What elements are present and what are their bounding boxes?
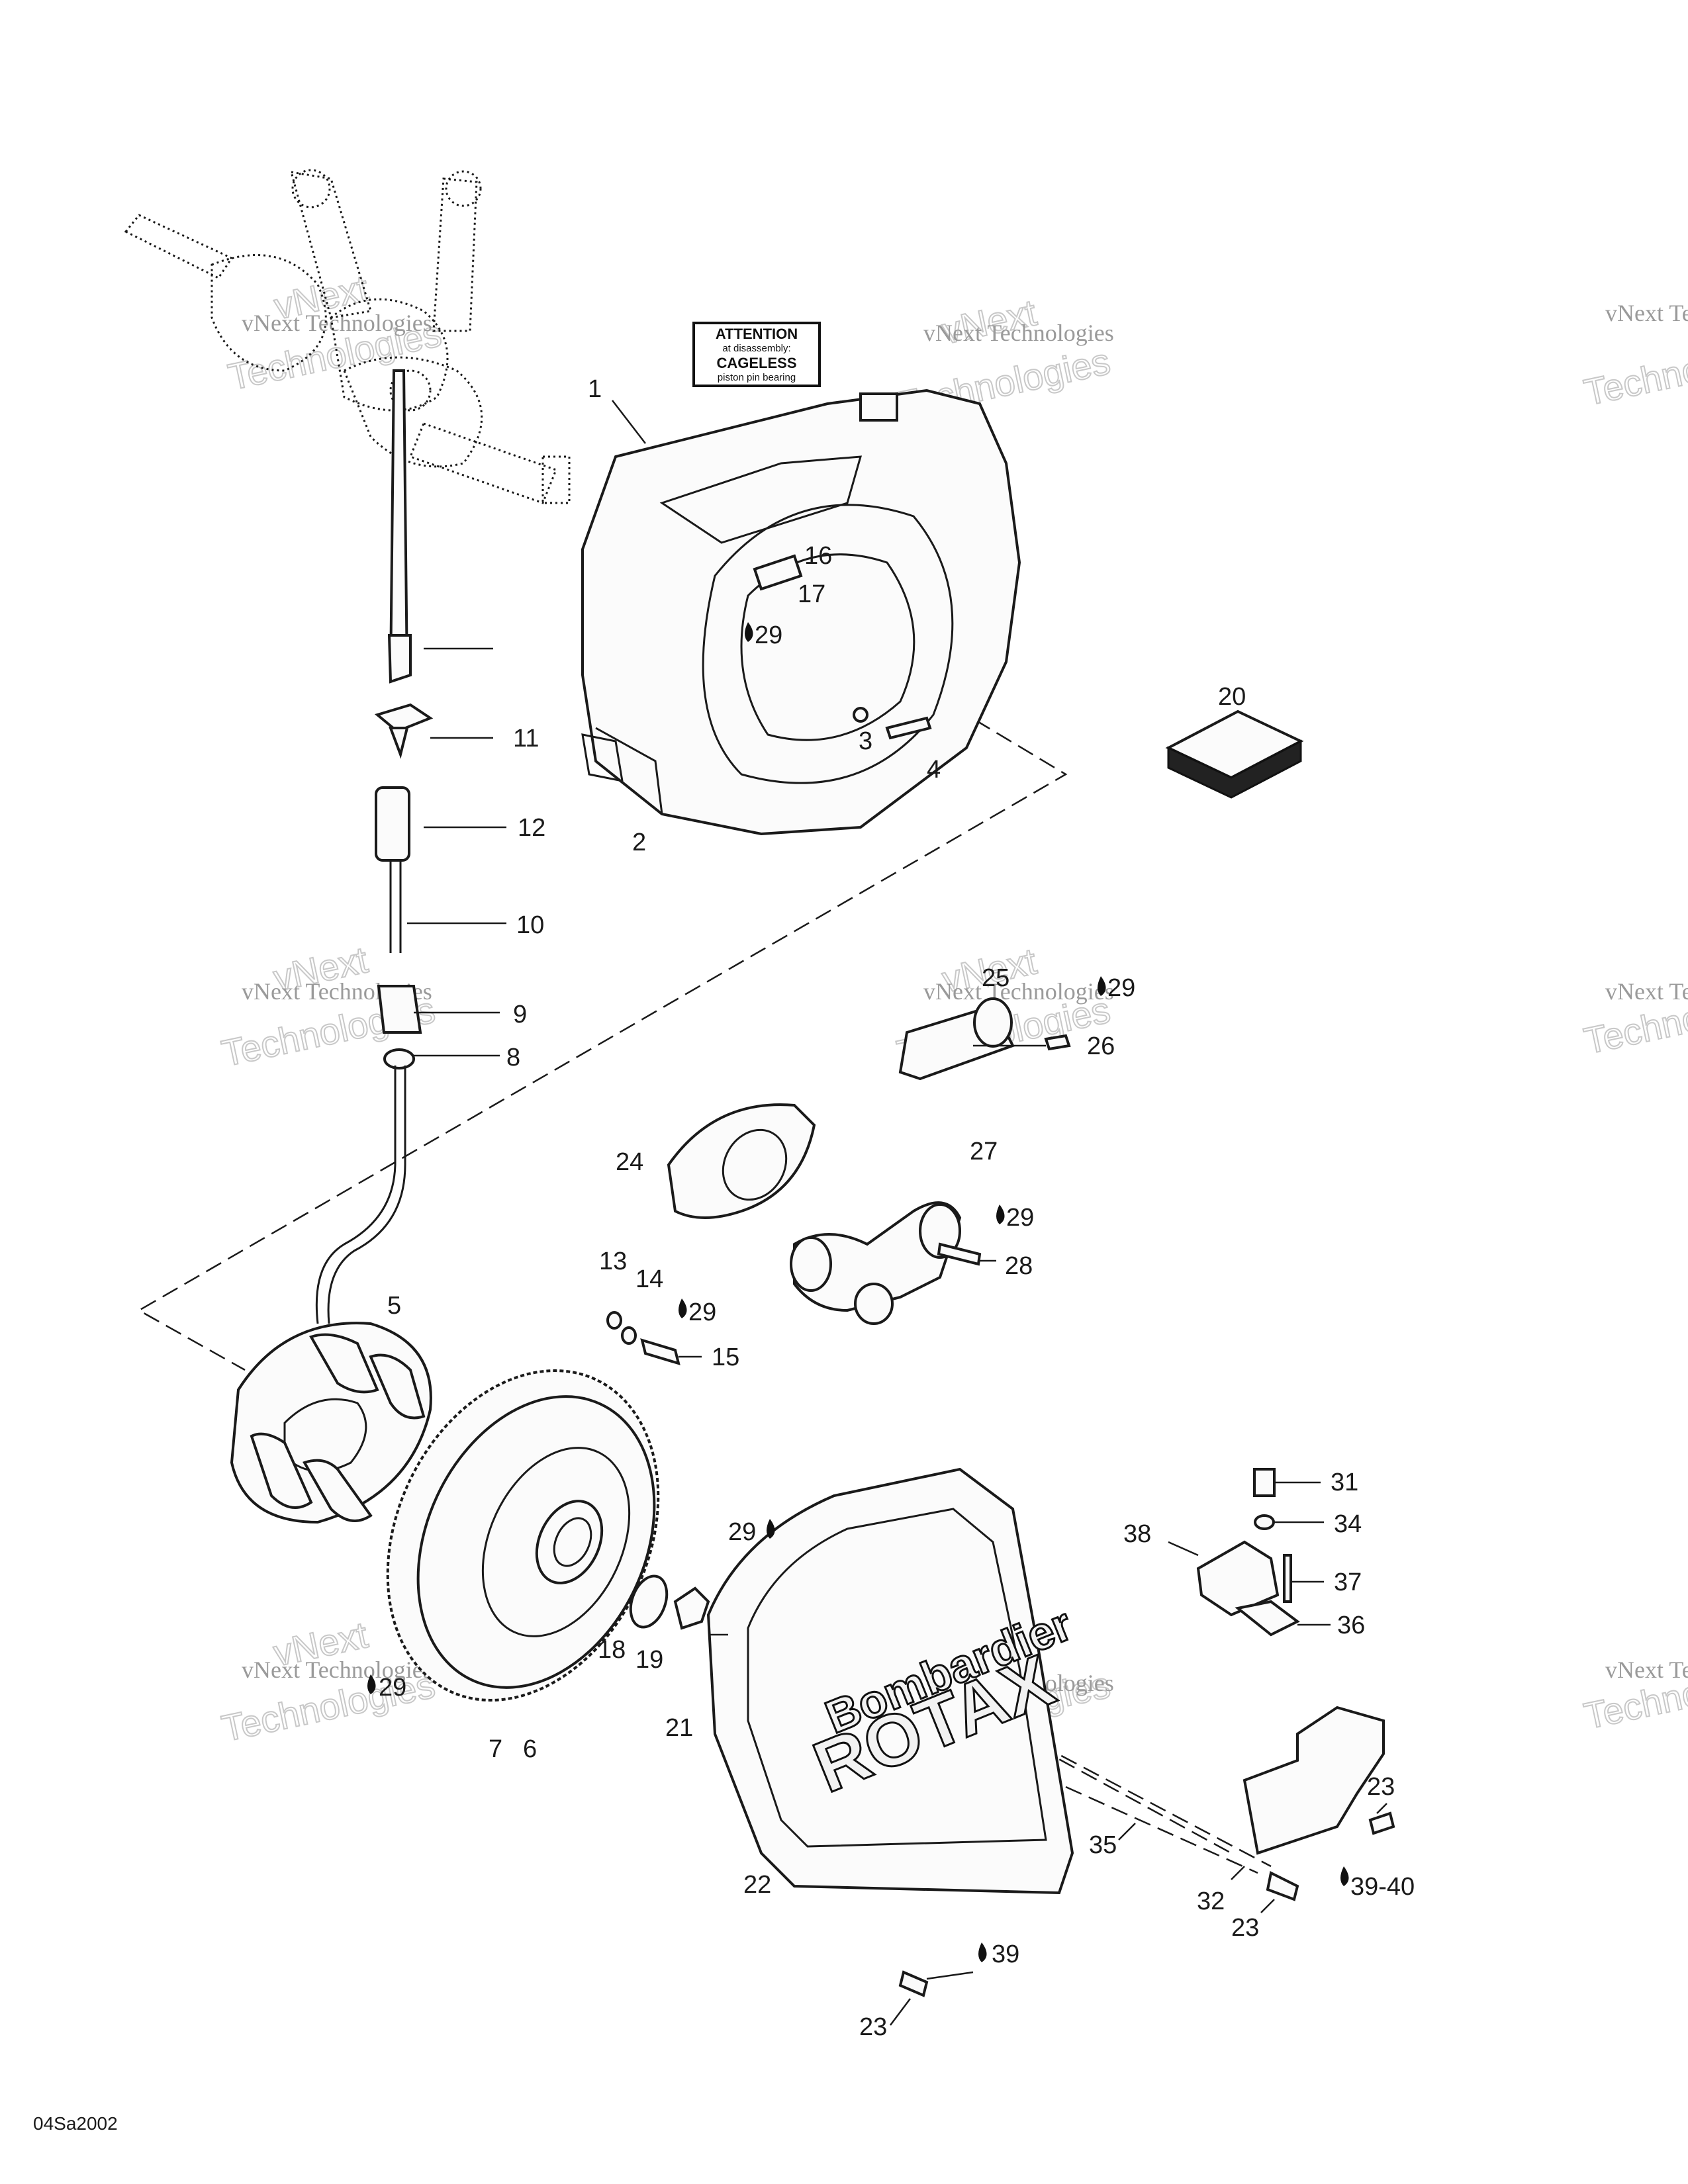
callout-16: 16 xyxy=(804,542,832,570)
callout-32: 32 xyxy=(1197,1888,1225,1915)
watermark-big-text: Technologies xyxy=(1581,328,1688,414)
callout-29-rotor: 29 xyxy=(1006,1204,1034,1232)
attention-label-line3: CAGELESS xyxy=(716,355,796,371)
callout-24: 24 xyxy=(616,1148,643,1176)
callout-22: 22 xyxy=(743,1871,771,1899)
crankshaft-illustration xyxy=(124,169,571,504)
callout-21: 21 xyxy=(665,1714,693,1742)
oil-drop-icon xyxy=(1340,1866,1349,1886)
attention-label-frame xyxy=(692,322,821,387)
callout-7: 7 xyxy=(489,1735,502,1763)
callout-4: 4 xyxy=(927,756,941,784)
part-25-coil xyxy=(898,997,1071,1081)
magneto-housing xyxy=(581,388,1021,836)
callout-34: 34 xyxy=(1334,1510,1362,1538)
callout-17: 17 xyxy=(798,580,825,608)
callout-29-coil: 29 xyxy=(1107,974,1135,1002)
part-27-rotor xyxy=(790,1201,982,1325)
callout-20: 20 xyxy=(1218,683,1246,711)
watermark-top-right: Technologies xyxy=(1580,327,1688,414)
callout-labels: 1 2 3 4 5 6 7 8 9 10 11 12 13 14 15 16 1… xyxy=(379,375,1415,2041)
watermark-text: vNext Technologies xyxy=(923,320,1114,346)
part-20-pad xyxy=(1165,709,1304,799)
lubrication-markers xyxy=(367,622,1349,1962)
callout-27: 27 xyxy=(970,1138,998,1165)
callout-28: 28 xyxy=(1005,1252,1033,1280)
callout-39: 39 xyxy=(992,1940,1019,1968)
attention-label: ATTENTION at disassembly: CAGELESS pisto… xyxy=(692,322,821,387)
watermark-text: vNext Technologies xyxy=(1605,1657,1688,1683)
oil-drop-icon xyxy=(745,622,753,642)
callout-10: 10 xyxy=(516,911,544,939)
callout-3: 3 xyxy=(859,727,872,755)
callout-15: 15 xyxy=(712,1343,739,1371)
callout-29-housing: 29 xyxy=(755,621,782,649)
callout-23-right-bottom: 23 xyxy=(1231,1914,1259,1942)
callout-26: 26 xyxy=(1087,1032,1115,1060)
diagram-code: 04Sa2002 xyxy=(33,2113,118,2134)
part-24-plate xyxy=(667,1103,816,1219)
callout-25: 25 xyxy=(982,964,1009,992)
callout-29-flywheel: 29 xyxy=(379,1674,406,1702)
callout-14: 14 xyxy=(635,1265,663,1293)
callout-31: 31 xyxy=(1331,1469,1358,1496)
callout-11: 11 xyxy=(513,725,539,752)
oil-drop-icon xyxy=(1098,976,1106,996)
oil-drop-icon xyxy=(996,1205,1005,1224)
callout-12: 12 xyxy=(518,814,545,842)
attention-label-line1: ATTENTION xyxy=(716,326,798,342)
watermark-text: vNext Technologies xyxy=(1605,978,1688,1005)
oil-drop-icon xyxy=(679,1298,687,1318)
callout-13: 13 xyxy=(599,1248,627,1275)
leader-lines xyxy=(407,400,1387,2026)
callout-29-fasteners: 29 xyxy=(688,1298,716,1326)
watermark-text: vNext Technologies xyxy=(1605,300,1688,326)
callout-23-right-top: 23 xyxy=(1367,1773,1395,1801)
callout-18: 18 xyxy=(598,1636,626,1664)
callout-38: 38 xyxy=(1123,1520,1151,1548)
callout-35: 35 xyxy=(1089,1831,1117,1859)
callout-2: 2 xyxy=(632,829,646,856)
callout-19: 19 xyxy=(635,1646,663,1674)
magneto-cover: Bombardier ROTAX xyxy=(706,1467,1080,1895)
callout-8: 8 xyxy=(506,1044,520,1071)
callout-23-bottom: 23 xyxy=(859,2013,887,2041)
wiring-harness xyxy=(315,369,434,1324)
watermark-text: vNext Technologies xyxy=(242,1657,432,1683)
attention-label-line4: piston pin bearing xyxy=(718,372,796,383)
stator-assembly xyxy=(230,1322,432,1524)
callout-9: 9 xyxy=(513,1001,527,1028)
callout-6: 6 xyxy=(523,1735,537,1763)
attention-label-line2: at disassembly: xyxy=(722,343,790,354)
callout-37: 37 xyxy=(1334,1569,1362,1596)
flywheel-assembly xyxy=(386,1369,660,1702)
callout-29-cover: 29 xyxy=(728,1518,756,1546)
callout-36: 36 xyxy=(1337,1612,1365,1639)
oil-drop-icon xyxy=(367,1674,376,1694)
callout-39-40: 39-40 xyxy=(1350,1873,1415,1901)
oil-drop-icon xyxy=(767,1519,775,1539)
callout-5: 5 xyxy=(387,1292,401,1320)
watermark-text: vNext Technologies xyxy=(923,978,1114,1005)
right-bracket-assembly xyxy=(898,1468,1395,1997)
oil-drop-icon xyxy=(978,1942,987,1962)
flywheel-fasteners xyxy=(606,1311,710,1630)
callout-1: 1 xyxy=(588,375,602,403)
